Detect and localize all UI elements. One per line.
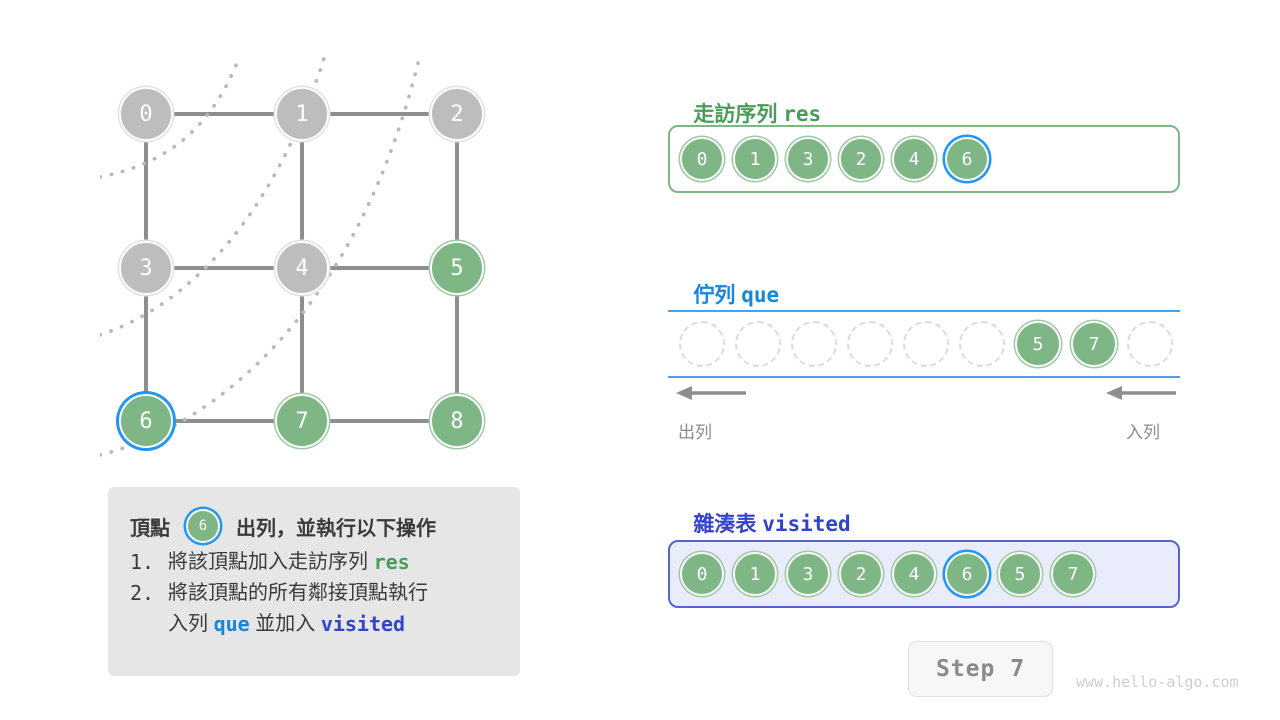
queue-direction-arrows: [676, 386, 1176, 400]
visited-container: 0 1 3 2 4 6 5 7: [668, 540, 1180, 608]
visited-cell[interactable]: 1: [733, 552, 777, 596]
que-section-title: 佇列 que: [670, 255, 779, 333]
graph-node-label: 8: [450, 408, 464, 434]
res-title-code: res: [783, 102, 822, 126]
graph-node-label: 0: [139, 101, 153, 127]
graph-node-2[interactable]: 2: [430, 87, 484, 141]
visited-cell-label: 5: [1014, 563, 1026, 585]
graph-node-label: 4: [295, 255, 309, 281]
visited-title-code: visited: [762, 512, 851, 536]
que-cell-empty[interactable]: [959, 321, 1005, 367]
visited-cell[interactable]: 0: [680, 552, 724, 596]
res-section-title: 走訪序列 res: [670, 74, 821, 152]
caption-step-2-pre: 入列: [168, 613, 214, 635]
caption-step-2-text: 將該頂點的所有鄰接頂點執行: [168, 582, 428, 604]
graph-panel: 0 1 2 3 4 5 6 7 8: [100, 55, 520, 475]
caption-step-2: 2. 將該頂點的所有鄰接頂點執行: [130, 578, 498, 609]
graph-node-4[interactable]: 4: [275, 241, 329, 295]
visited-cell-label: 1: [749, 563, 761, 585]
res-cell-label: 0: [696, 148, 708, 170]
caption-step-2-code-visited: visited: [320, 612, 406, 636]
graph-node-6[interactable]: 6: [119, 394, 173, 448]
res-container: 0 1 3 2 4 6: [668, 125, 1180, 193]
que-cell[interactable]: 7: [1071, 321, 1117, 367]
graph-node-label: 6: [139, 408, 153, 434]
visited-cell-label: 4: [908, 563, 920, 585]
visited-cell[interactable]: 3: [786, 552, 830, 596]
res-cell-label: 4: [908, 148, 920, 170]
que-cell[interactable]: 5: [1015, 321, 1061, 367]
dequeue-label: 出列: [678, 423, 712, 442]
graph-node-label: 7: [295, 408, 309, 434]
graph-node-label: 1: [295, 101, 309, 127]
graph-node-5[interactable]: 5: [430, 241, 484, 295]
visited-cell[interactable]: 5: [998, 552, 1042, 596]
caption-step-1-text: 將該頂點加入走訪序列: [168, 551, 374, 573]
graph-node-7[interactable]: 7: [275, 394, 329, 448]
enqueue-label: 入列: [1126, 423, 1160, 442]
caption-head-suffix: 出列，並執行以下操作: [236, 517, 436, 540]
visited-cell-label: 0: [696, 563, 708, 585]
visited-section-title: 雜湊表 visited: [670, 484, 851, 562]
que-cell-label: 5: [1032, 333, 1044, 355]
caption-headline: 頂點 6 出列，並執行以下操作: [130, 505, 498, 547]
caption-step-2-mid: 並加入: [249, 613, 321, 635]
visited-cell-label: 7: [1067, 563, 1079, 585]
res-cell[interactable]: 4: [892, 137, 936, 181]
graph-node-label: 5: [450, 255, 464, 281]
res-cell-active[interactable]: 6: [945, 137, 989, 181]
step-badge-label: Step 7: [935, 656, 1026, 682]
caption-vertex-chip: 6: [186, 509, 220, 543]
step-badge: Step 7: [908, 641, 1053, 697]
bfs-wavefront-curves: [100, 55, 422, 457]
visited-cell[interactable]: 7: [1051, 552, 1095, 596]
que-container: 5 7: [668, 310, 1180, 378]
caption-step-2-indent: [130, 609, 168, 640]
que-cell-empty[interactable]: [791, 321, 837, 367]
res-cell[interactable]: 3: [786, 137, 830, 181]
caption-step-2-cont: 入列 que 並加入 visited: [130, 609, 498, 640]
visited-cell-active[interactable]: 6: [945, 552, 989, 596]
graph-node-8[interactable]: 8: [430, 394, 484, 448]
visited-cell[interactable]: 4: [892, 552, 936, 596]
que-cell-label: 7: [1088, 333, 1100, 355]
graph-node-label: 2: [450, 101, 464, 127]
visited-cell-label: 6: [961, 563, 973, 585]
enqueue-arrow-icon: [1106, 386, 1122, 400]
watermark: www.hello-algo.com: [1076, 673, 1239, 691]
graph-node-3[interactable]: 3: [119, 241, 173, 295]
visited-title-text: 雜湊表: [693, 513, 763, 536]
caption-step-1: 1. 將該頂點加入走訪序列 res: [130, 547, 498, 578]
graph-node-0[interactable]: 0: [119, 87, 173, 141]
que-cell-empty[interactable]: [679, 321, 725, 367]
res-cell-label: 1: [749, 148, 761, 170]
graph-node-1[interactable]: 1: [275, 87, 329, 141]
res-cell[interactable]: 1: [733, 137, 777, 181]
que-cell-empty[interactable]: [735, 321, 781, 367]
res-cell-label: 2: [855, 148, 867, 170]
visited-cell[interactable]: 2: [839, 552, 883, 596]
caption-step-1-code: res: [373, 550, 410, 574]
caption-box: 頂點 6 出列，並執行以下操作 1. 將該頂點加入走訪序列 res 2. 將該頂…: [108, 487, 520, 676]
caption-vertex-chip-label: 6: [198, 518, 208, 534]
que-cell-empty[interactable]: [1127, 321, 1173, 367]
que-title-code: que: [741, 283, 780, 307]
res-cell[interactable]: 0: [680, 137, 724, 181]
res-cell-label: 3: [802, 148, 814, 170]
caption-step-2-number: 2.: [130, 581, 155, 605]
que-cell-empty[interactable]: [903, 321, 949, 367]
que-cell-empty[interactable]: [847, 321, 893, 367]
visited-cell-label: 2: [855, 563, 867, 585]
res-cell-label: 6: [961, 148, 973, 170]
que-title-text: 佇列: [693, 284, 742, 307]
dequeue-arrow-icon: [676, 386, 692, 400]
res-title-text: 走訪序列: [693, 103, 784, 126]
visited-cell-label: 3: [802, 563, 814, 585]
caption-step-1-number: 1.: [130, 550, 155, 574]
caption-head-prefix: 頂點: [130, 517, 170, 540]
graph-node-label: 3: [139, 255, 153, 281]
caption-step-2-code-que: que: [213, 612, 250, 636]
res-cell[interactable]: 2: [839, 137, 883, 181]
